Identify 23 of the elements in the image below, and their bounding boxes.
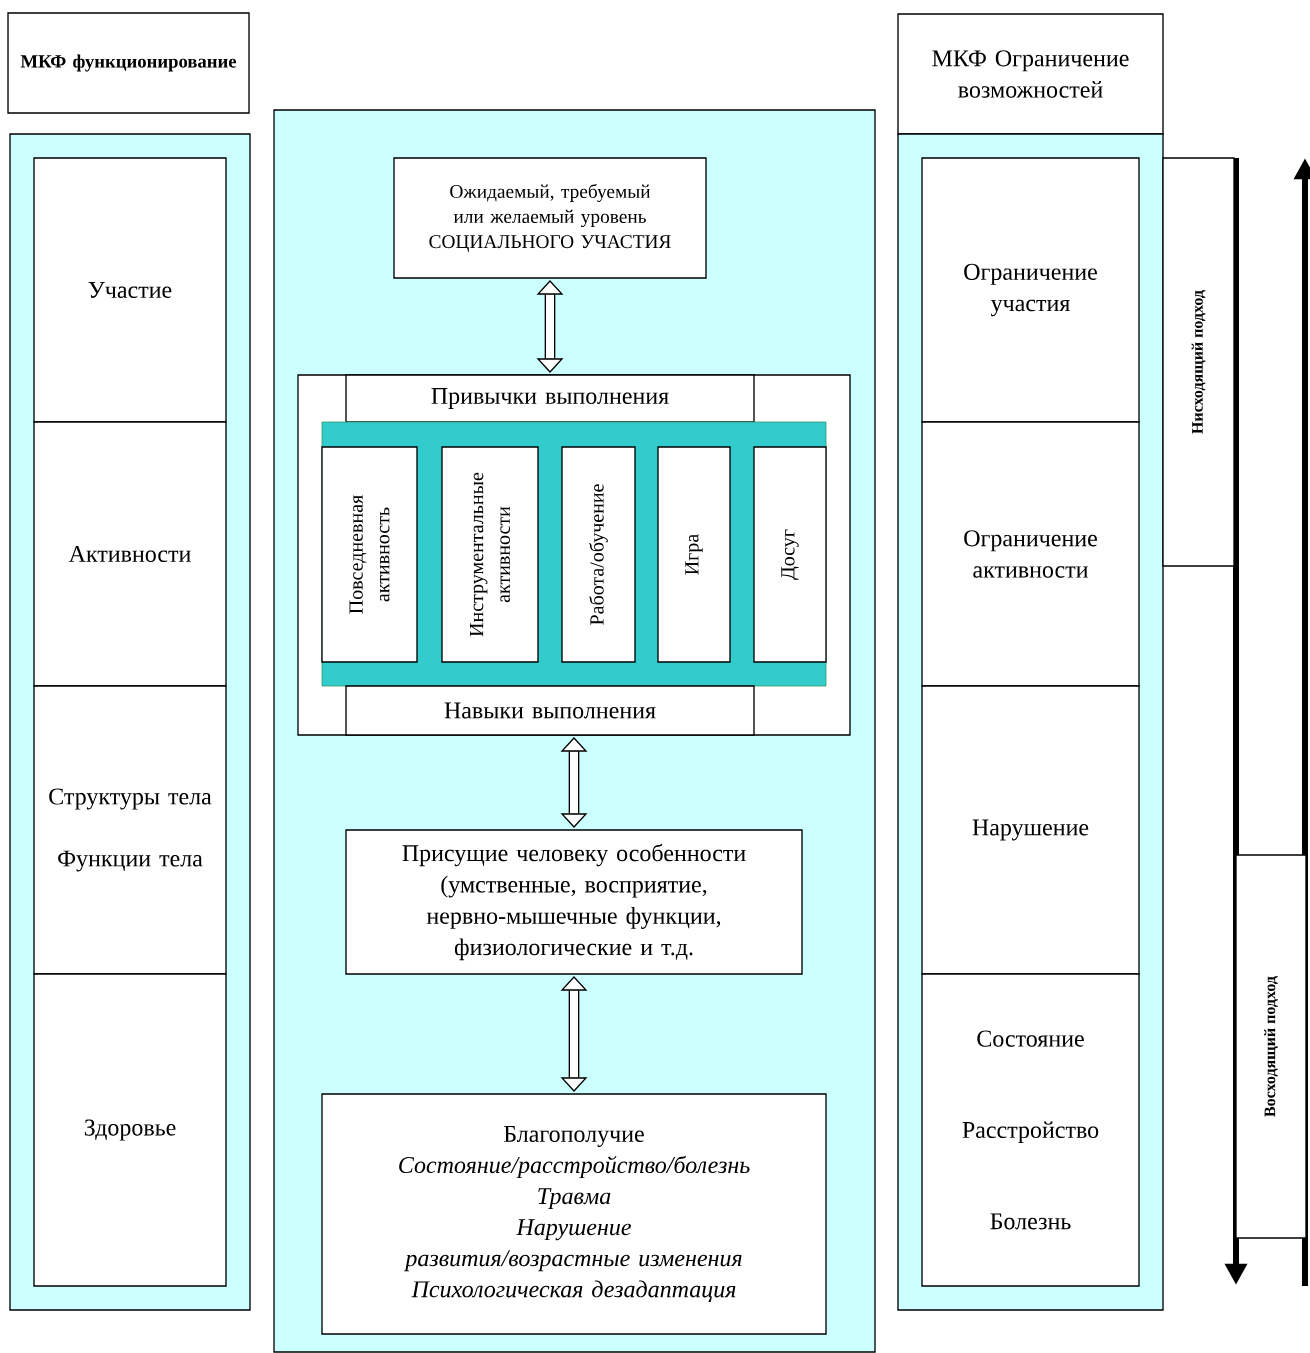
approach-box: Восходящий подход: [1235, 854, 1307, 1239]
header-box: МКФ функционирование: [7, 12, 250, 114]
category-box: Активности: [33, 421, 227, 687]
double-arrow: [560, 737, 588, 828]
category-box: Нарушение: [921, 685, 1140, 975]
activity-box: Работа/обучение: [561, 446, 636, 663]
double-arrow: [560, 976, 588, 1092]
category-box: Здоровье: [33, 973, 227, 1287]
double-arrow: [536, 280, 564, 373]
category-box: Участие: [33, 157, 227, 423]
category-box: Состояние Расстройство Болезнь: [921, 973, 1140, 1287]
level-box: Ожидаемый, требуемый или желаемый уровень СОЦИАЛЬНОГО УЧАСТИЯ: [393, 157, 707, 279]
category-box: Ограничение участия: [921, 157, 1140, 423]
activity-box: Досуг: [753, 446, 827, 663]
category-box: Присущие человеку особенности (умственные, восприятие, нервно-мышечные функции, физиологические и т.д.: [345, 829, 803, 975]
condition-box: Благополучие Состояние/расстройство/болезнь Травма Нарушение развития/возрастные изменения Психологическая дезадаптация: [321, 1093, 827, 1335]
activity-box: Игра: [657, 446, 731, 663]
category-box: МКФ Ограничение возможностей: [897, 13, 1164, 135]
approach-box: Нисходящий подход: [1162, 157, 1235, 567]
category-box: Ограничение активности: [921, 421, 1140, 687]
activity-box: Инструментальные активности: [441, 446, 539, 663]
category-box: Структуры тела Функции тела: [33, 685, 227, 975]
activity-box: Повседневная активность: [321, 446, 418, 663]
